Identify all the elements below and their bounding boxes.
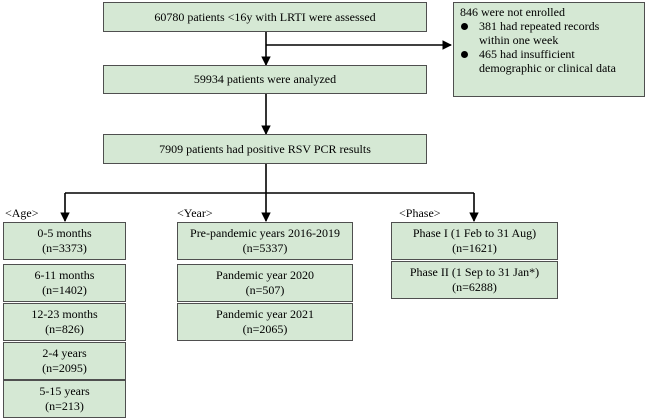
- phase-box: Phase I (1 Feb to 31 Aug) (n=1621): [391, 222, 558, 260]
- assessed-box: 60780 patients <16y with LRTI were asses…: [103, 2, 427, 32]
- excluded-item: 381 had repeated records within one week: [460, 19, 638, 47]
- analyzed-box: 59934 patients were analyzed: [103, 65, 427, 94]
- phase-group-label: <Phase>: [399, 206, 441, 220]
- year-box: Pre-pandemic years 2016-2019 (n=5337): [177, 222, 353, 260]
- phase-box: Phase II (1 Sep to 31 Jan*) (n=6288): [391, 261, 558, 299]
- excluded-title: 846 were not enrolled: [460, 5, 565, 19]
- age-group-label: <Age>: [5, 206, 39, 220]
- year-box: Pandemic year 2021 (n=2065): [177, 303, 353, 341]
- assessed-text: 60780 patients <16y with LRTI were asses…: [154, 9, 376, 24]
- age-box: 0-5 months (n=3373): [3, 222, 126, 260]
- analyzed-text: 59934 patients were analyzed: [193, 72, 337, 86]
- positive-text: 7909 patients had positive RSV PCR resul…: [159, 141, 371, 156]
- excluded-box: 846 were not enrolled 381 had repeated r…: [453, 2, 645, 97]
- year-box: Pandemic year 2020 (n=507): [177, 264, 353, 302]
- positive-box: 7909 patients had positive RSV PCR resul…: [103, 134, 427, 164]
- age-box: 6-11 months (n=1402): [3, 264, 126, 302]
- age-box: 12-23 months (n=826): [3, 303, 126, 341]
- age-box: 5-15 years (n=213): [3, 380, 126, 418]
- age-box: 2-4 years (n=2095): [3, 342, 126, 380]
- excluded-item: 465 had insufficient demographic or clin…: [460, 47, 638, 75]
- year-group-label: <Year>: [177, 206, 213, 220]
